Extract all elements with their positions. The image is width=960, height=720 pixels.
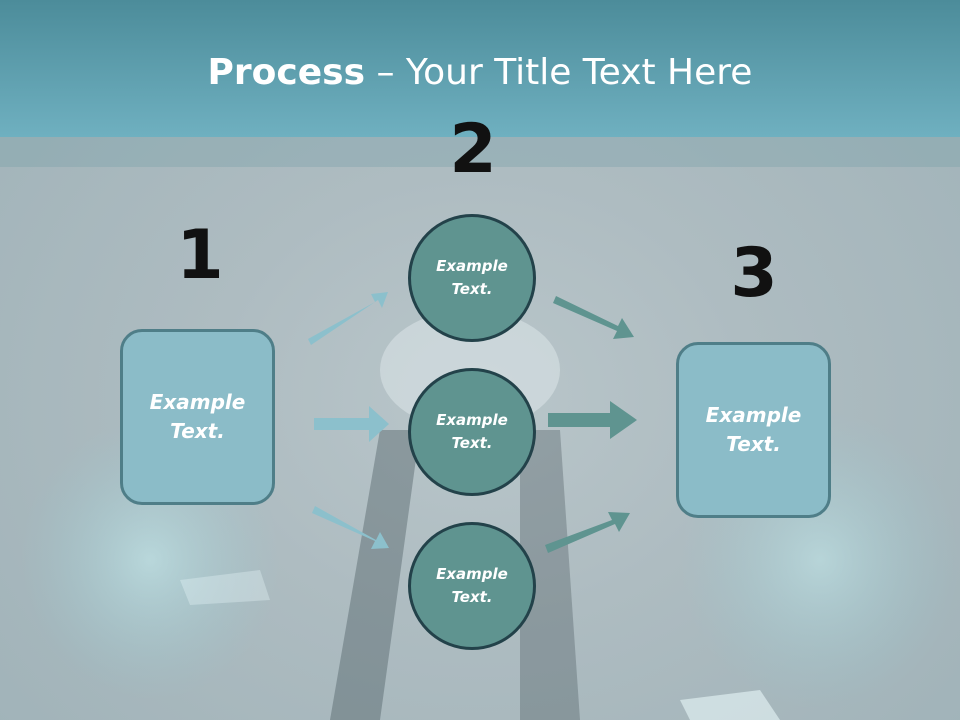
step-number-1: 1 xyxy=(176,216,224,295)
arrow-left-to-middle xyxy=(314,406,389,442)
left-box[interactable]: Example Text. xyxy=(120,329,275,505)
arrow-left-to-bottom xyxy=(312,506,389,549)
circle-bottom[interactable]: Example Text. xyxy=(408,522,536,650)
title-rest: – Your Title Text Here xyxy=(365,52,753,93)
right-box-line1: Example xyxy=(705,403,802,427)
right-box[interactable]: Example Text. xyxy=(676,342,831,518)
title-bar-strip xyxy=(0,137,960,167)
arrow-bottom-to-right xyxy=(545,512,630,553)
circle-bottom-line1: Example xyxy=(436,564,508,583)
arrow-left-to-top xyxy=(308,292,388,345)
title-bar xyxy=(0,0,960,137)
circle-middle-line1: Example xyxy=(436,410,508,429)
circle-top-line1: Example xyxy=(436,256,508,275)
circle-middle[interactable]: Example Text. xyxy=(408,368,536,496)
circle-top[interactable]: Example Text. xyxy=(408,214,536,342)
slide-title: Process – Your Title Text Here xyxy=(0,52,960,93)
left-box-line1: Example xyxy=(149,390,246,414)
circle-top-line2: Text. xyxy=(451,280,493,298)
arrow-top-to-right xyxy=(553,296,634,339)
arrow-middle-to-right xyxy=(548,401,637,439)
circle-middle-line2: Text. xyxy=(451,434,493,452)
step-number-2: 2 xyxy=(449,110,497,189)
circle-bottom-line2: Text. xyxy=(451,588,493,606)
left-box-line2: Text. xyxy=(170,419,225,443)
step-number-3: 3 xyxy=(730,234,778,313)
right-box-line2: Text. xyxy=(726,432,781,456)
title-bold: Process xyxy=(207,52,366,93)
